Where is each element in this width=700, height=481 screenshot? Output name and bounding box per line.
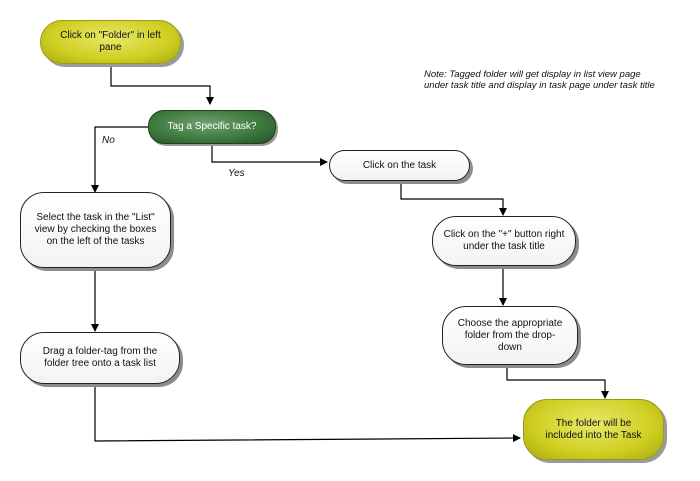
start-node-label: Click on "Folder" in left pane bbox=[60, 30, 161, 53]
drag-folder-label: Drag a folder-tag from the folder tree o… bbox=[42, 346, 158, 369]
select-task-node[interactable]: Select the task in the "List" view by ch… bbox=[20, 192, 171, 268]
click-task-node[interactable]: Click on the task bbox=[329, 150, 470, 181]
decision-node-label: Tag a Specific task? bbox=[167, 121, 257, 132]
drag-folder-node[interactable]: Drag a folder-tag from the folder tree o… bbox=[20, 332, 180, 384]
note-text: Note: Tagged folder will get display in … bbox=[424, 69, 655, 91]
choose-folder-node[interactable]: Choose the appropriate folder from the d… bbox=[442, 306, 578, 365]
decision-node[interactable]: Tag a Specific task? bbox=[148, 110, 276, 144]
edge-task-plus bbox=[400, 181, 507, 216]
edge-decision-yes bbox=[211, 144, 328, 166]
click-task-label: Click on the task bbox=[362, 159, 437, 171]
edge-label-yes: Yes bbox=[228, 168, 245, 179]
edge-drag-end bbox=[94, 384, 521, 443]
edge-start-decision bbox=[110, 64, 214, 105]
start-node[interactable]: Click on "Folder" in left pane bbox=[40, 20, 181, 64]
choose-folder-label: Choose the appropriate folder from the d… bbox=[457, 317, 563, 353]
end-node[interactable]: The folder will be included into the Tas… bbox=[523, 399, 664, 460]
edge-label-no: No bbox=[102, 135, 115, 146]
edge-decision-no bbox=[91, 126, 148, 193]
click-plus-node[interactable]: Click on the "+" button right under the … bbox=[432, 216, 576, 266]
click-plus-label: Click on the "+" button right under the … bbox=[443, 229, 565, 252]
end-node-label: The folder will be included into the Tas… bbox=[545, 417, 642, 441]
edge-choose-end bbox=[506, 365, 609, 399]
select-task-label: Select the task in the "List" view by ch… bbox=[34, 212, 157, 247]
